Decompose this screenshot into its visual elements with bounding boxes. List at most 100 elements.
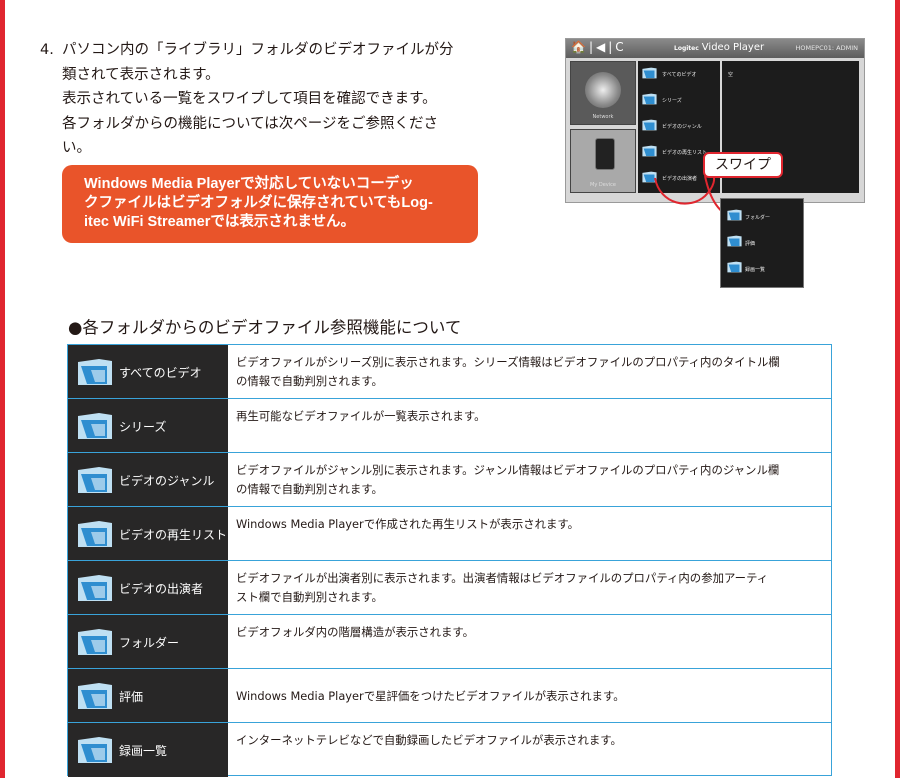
folder-description: インターネットテレビなどで自動録画したビデオファイルが表示されます。	[236, 731, 826, 750]
brand-logo: Logitec	[674, 45, 699, 52]
step-line: 表示されている一覧をスワイプして項目を確認できます。	[62, 91, 437, 107]
folder-name-cell: シリーズ	[68, 399, 228, 452]
description-line: Windows Media Playerで星評価をつけたビデオファイルが表示され…	[236, 689, 625, 703]
description-line: の情報で自動判別されます。	[236, 374, 383, 388]
folder-icon	[78, 575, 112, 601]
folder-icon	[78, 629, 112, 655]
step-number: 4.	[40, 42, 54, 58]
folder-description: ビデオフォルダ内の階層構造が表示されます。	[236, 623, 826, 642]
category-item[interactable]: すべてのビデオ	[640, 63, 718, 87]
expanded-label: 評価	[745, 241, 756, 247]
folder-icon	[78, 737, 112, 763]
folder-icon	[78, 359, 112, 385]
folder-description: Windows Media Playerで作成された再生リストが表示されます。	[236, 515, 826, 534]
expanded-label: フォルダー	[745, 215, 771, 221]
folder-name: ビデオのジャンル	[119, 474, 215, 488]
tile-label: My Device	[590, 182, 616, 188]
description-line: の情報で自動判別されます。	[236, 482, 383, 496]
film-reel-icon	[585, 72, 621, 108]
description-line: Windows Media Playerで作成された再生リストが表示されます。	[236, 517, 580, 531]
tile-label: Network	[592, 114, 614, 120]
folder-name: 録画一覧	[119, 744, 168, 758]
feature-table: すべてのビデオ ビデオファイルがシリーズ別に表示されます。シリーズ情報はビデオフ…	[67, 344, 832, 777]
folder-icon	[642, 67, 657, 79]
notice-line: itec WiFi Streamerでは表示されません。	[84, 214, 355, 230]
folder-name-cell: ビデオの出演者	[68, 561, 228, 614]
step-line: パソコン内の「ライブラリ」フォルダのビデオファイルが分	[62, 42, 454, 58]
description-line: ビデオファイルがジャンル別に表示されます。ジャンル情報はビデオファイルのプロパテ…	[236, 463, 780, 477]
user-label: HOMEPC01: ADMIN	[795, 44, 858, 52]
folder-name-cell: 評価	[68, 669, 228, 722]
step-line: 類されて表示されます。	[62, 66, 220, 83]
description-line: スト欄で自動判別されます。	[236, 590, 383, 604]
category-label: ビデオのジャンル	[662, 124, 702, 130]
folder-name: フォルダー	[119, 636, 180, 650]
description-line: ビデオファイルが出演者別に表示されます。出演者情報はビデオファイルのプロパティ内…	[236, 571, 769, 585]
folder-description: ビデオファイルが出演者別に表示されます。出演者情報はビデオファイルのプロパティ内…	[236, 569, 826, 607]
table-row: ビデオの再生リスト Windows Media Playerで作成された再生リス…	[68, 507, 831, 561]
category-label: ビデオの出演者	[662, 176, 698, 182]
step-line: 各フォルダからの機能については次ページをご参照くださ	[62, 115, 438, 132]
table-row: 録画一覧 インターネットテレビなどで自動録画したビデオファイルが表示されます。	[68, 723, 831, 777]
folder-name-cell: フォルダー	[68, 615, 228, 668]
table-row: シリーズ 再生可能なビデオファイルが一覧表示されます。	[68, 399, 831, 453]
source-tiles: Network My Device	[570, 61, 636, 193]
notice-line: クファイルはビデオフォルダに保存されていてもLog-	[84, 195, 433, 211]
expanded-item[interactable]: フォルダー	[725, 205, 801, 229]
table-row: ビデオの出演者 ビデオファイルが出演者別に表示されます。出演者情報はビデオファイ…	[68, 561, 831, 615]
folder-description: Windows Media Playerで星評価をつけたビデオファイルが表示され…	[236, 687, 826, 706]
notice-box: Windows Media Playerで対応していないコーデッ クファイルはビ…	[62, 165, 478, 243]
content-pane: 空	[722, 61, 859, 193]
folder-name-cell: ビデオのジャンル	[68, 453, 228, 506]
folder-name-cell: 録画一覧	[68, 723, 228, 777]
folder-icon	[78, 683, 112, 709]
app-title: Video Player	[701, 42, 765, 53]
expanded-item[interactable]: 録画一覧	[725, 257, 801, 281]
notice-line: Windows Media Playerで対応していないコーデッ	[84, 176, 414, 192]
expanded-item[interactable]: 評価	[725, 231, 801, 255]
my-device-tile[interactable]: My Device	[570, 129, 636, 193]
folder-description: ビデオファイルがジャンル別に表示されます。ジャンル情報はビデオファイルのプロパテ…	[236, 461, 826, 499]
folder-icon	[727, 209, 742, 221]
folder-name: ビデオの出演者	[119, 582, 204, 596]
expanded-label: 録画一覧	[745, 267, 766, 273]
folder-icon	[727, 235, 742, 247]
category-label: すべてのビデオ	[662, 72, 697, 78]
folder-icon	[727, 261, 742, 273]
phone-icon	[595, 138, 615, 170]
folder-icon	[78, 413, 112, 439]
folder-name: すべてのビデオ	[119, 366, 202, 380]
swipe-callout: スワイプ	[703, 152, 783, 178]
table-row: ビデオのジャンル ビデオファイルがジャンル別に表示されます。ジャンル情報はビデオ…	[68, 453, 831, 507]
empty-label: 空	[728, 72, 734, 78]
step-line: い。	[62, 140, 91, 156]
folder-name: ビデオの再生リスト	[119, 528, 228, 542]
folder-description: ビデオファイルがシリーズ別に表示されます。シリーズ情報はビデオファイルのプロパテ…	[236, 353, 826, 391]
table-row: フォルダー ビデオフォルダ内の階層構造が表示されます。	[68, 615, 831, 669]
category-label: ビデオの再生リスト	[662, 150, 708, 156]
folder-icon	[78, 521, 112, 547]
category-item[interactable]: シリーズ	[640, 89, 718, 113]
expanded-list: フォルダー 評価 録画一覧	[720, 198, 804, 288]
description-line: 再生可能なビデオファイルが一覧表示されます。	[236, 409, 486, 423]
folder-name: シリーズ	[119, 420, 167, 434]
step-paragraph: 4. パソコン内の「ライブラリ」フォルダのビデオファイルが分 類されて表示されま…	[40, 38, 510, 161]
category-label: シリーズ	[662, 98, 682, 104]
description-line: インターネットテレビなどで自動録画したビデオファイルが表示されます。	[236, 733, 622, 747]
description-line: ビデオフォルダ内の階層構造が表示されます。	[236, 625, 475, 639]
category-item[interactable]: ビデオのジャンル	[640, 115, 718, 139]
category-list: すべてのビデオ シリーズ ビデオのジャンル ビデオの再生リスト ビデオの出演者	[638, 61, 720, 193]
folder-icon	[642, 171, 657, 183]
category-item[interactable]: ビデオの再生リスト	[640, 141, 718, 165]
network-tile[interactable]: Network	[570, 61, 636, 125]
folder-icon	[642, 145, 657, 157]
section-title: ●各フォルダからのビデオファイル参照機能について	[68, 318, 462, 337]
left-red-border	[0, 0, 5, 778]
folder-icon	[78, 467, 112, 493]
folder-description: 再生可能なビデオファイルが一覧表示されます。	[236, 407, 826, 426]
table-row: すべてのビデオ ビデオファイルがシリーズ別に表示されます。シリーズ情報はビデオフ…	[68, 345, 831, 399]
nav-icons[interactable]: 🏠|◀|C	[571, 40, 627, 54]
